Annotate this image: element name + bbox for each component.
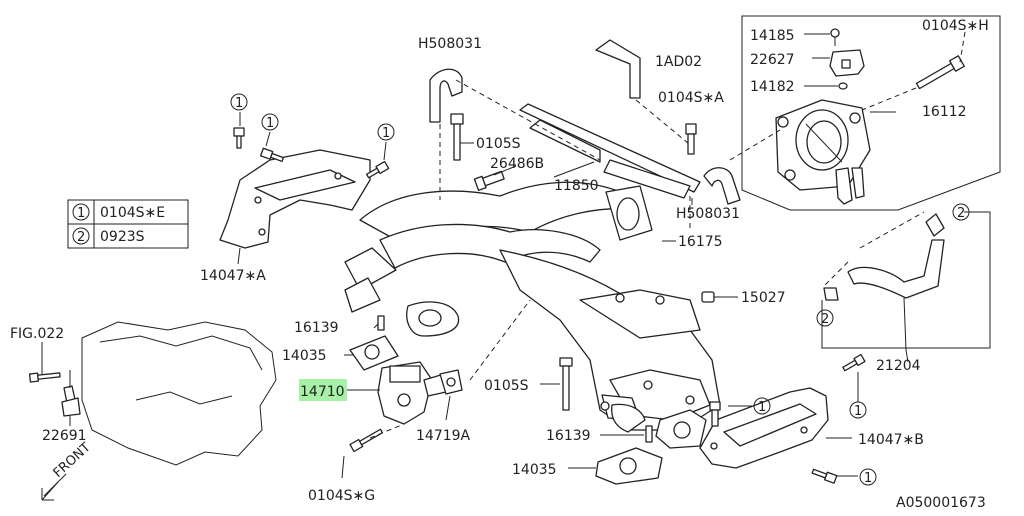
intake-manifold	[344, 39, 781, 433]
callout-2: 2	[821, 312, 829, 327]
label-14035-bottom: 14035	[512, 462, 557, 478]
label-22627: 22627	[750, 52, 795, 68]
hose-21204	[821, 211, 991, 363]
label-0104s-h: 0104S∗H	[922, 18, 989, 34]
legend-num-1: 1	[77, 206, 85, 221]
legend-num-2: 2	[77, 230, 85, 245]
part-labels: H508031 1AD02 0104S∗A 14185 0104S∗H 2262…	[10, 18, 989, 511]
label-14185: 14185	[750, 28, 795, 44]
callout-1: 1	[758, 400, 766, 415]
cover-14047a	[219, 112, 390, 265]
label-0105s-top: 0105S	[476, 136, 521, 152]
label-14182: 14182	[750, 79, 795, 95]
label-14710: 14710	[300, 384, 345, 400]
label-14047a: 14047∗A	[200, 268, 266, 284]
label-16112: 16112	[922, 104, 967, 120]
label-0104s-a: 0104S∗A	[658, 90, 724, 106]
callout-1: 1	[266, 116, 274, 131]
throttle-body-group	[741, 15, 1001, 211]
callout-1: 1	[864, 471, 872, 486]
callouts: 1 1 1 1 1 1 2 2	[230, 93, 970, 486]
gasket-bottom	[540, 357, 707, 485]
label-h508031-top: H508031	[418, 36, 482, 52]
label-0104s-g: 0104S∗G	[308, 488, 375, 504]
label-14047b: 14047∗B	[858, 432, 924, 448]
legend-part-1: 0104S∗E	[100, 205, 165, 221]
part-label-highlight	[299, 379, 347, 401]
callout-1: 1	[854, 404, 862, 419]
callout-1: 1	[382, 126, 390, 141]
label-11850: 11850	[554, 178, 599, 194]
label-16139-mid: 16139	[546, 428, 591, 444]
label-21204: 21204	[876, 358, 921, 374]
label-16139-left: 16139	[294, 320, 339, 336]
engine-block-ref	[28, 321, 277, 466]
cover-14047b	[699, 353, 866, 484]
legend	[67, 199, 189, 249]
bolts-upper	[450, 113, 697, 242]
legend-contents: 1 0104S∗E 2 0923S	[72, 203, 165, 245]
label-16175: 16175	[678, 234, 723, 250]
doc-id: A050001673	[896, 495, 986, 511]
front-direction-indicator: FRONT	[41, 440, 94, 501]
label-22691: 22691	[42, 428, 87, 444]
label-15027: 15027	[741, 290, 786, 306]
label-14719a: 14719A	[416, 428, 471, 444]
legend-part-2: 0923S	[100, 229, 145, 245]
label-1ad02: 1AD02	[655, 54, 702, 70]
front-label: FRONT	[51, 440, 94, 481]
label-h508031-right: H508031	[676, 206, 740, 222]
label-0105s-mid: 0105S	[484, 378, 529, 394]
label-14035-left: 14035	[282, 348, 327, 364]
callout-2: 2	[957, 206, 965, 221]
label-26486b: 26486B	[490, 156, 544, 172]
egr-valve-group	[341, 299, 531, 479]
callout-1: 1	[235, 96, 243, 111]
label-fig022: FIG.022	[10, 326, 64, 342]
